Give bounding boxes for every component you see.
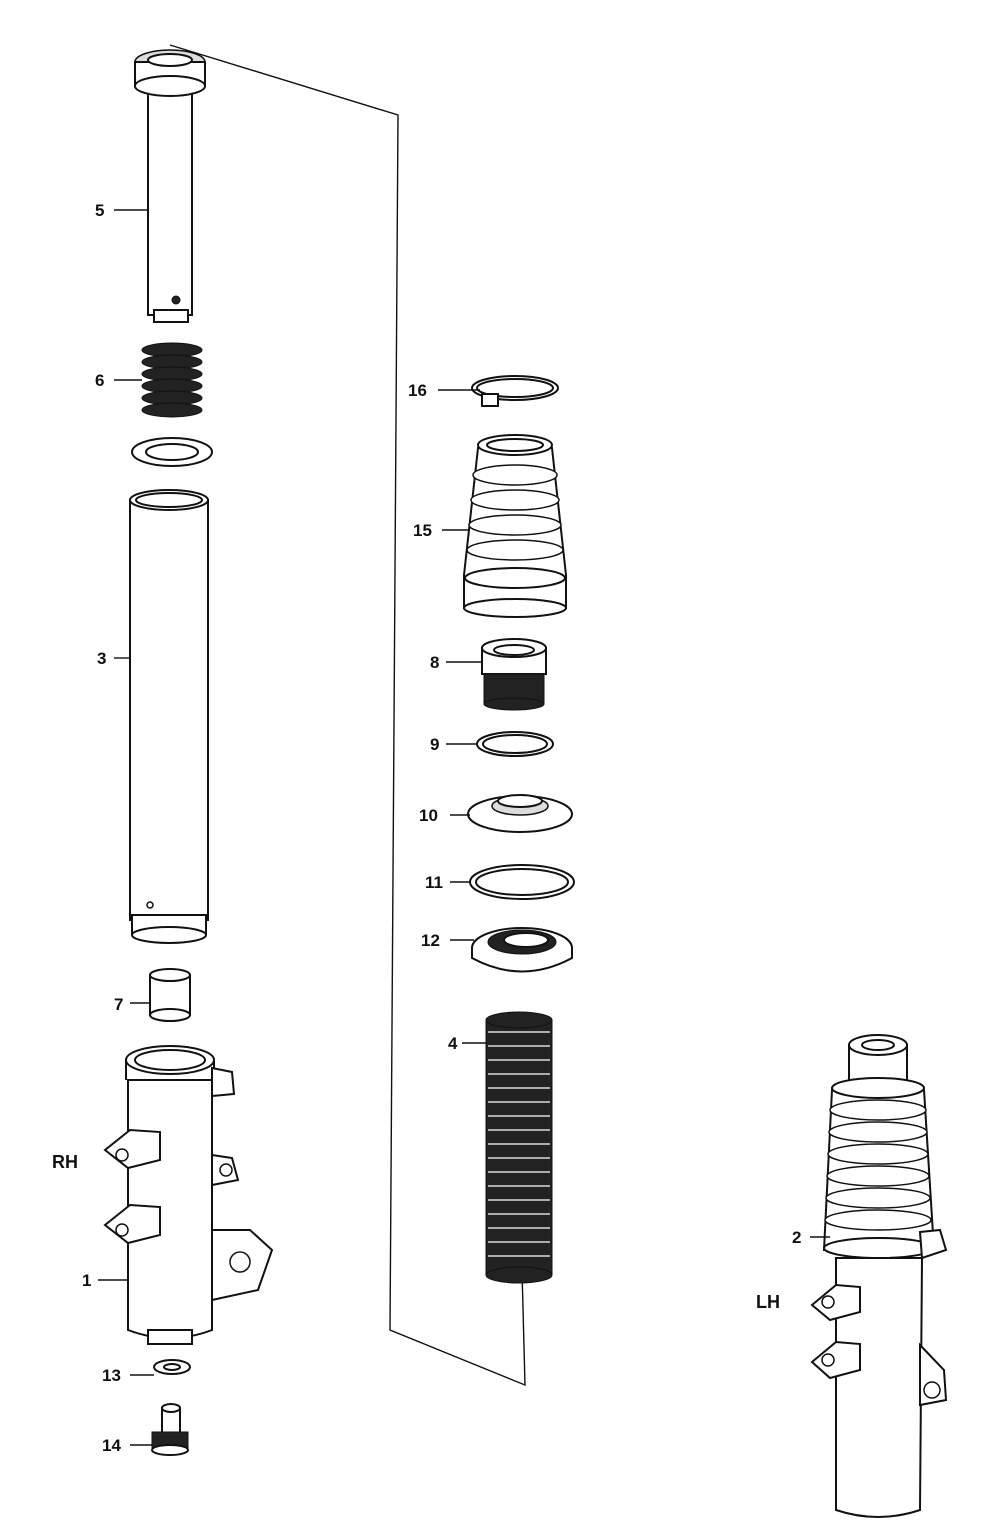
callout-4: 4: [448, 1034, 458, 1053]
callout-14: 14: [102, 1436, 121, 1455]
part-8-cap-bolt[interactable]: [481, 638, 547, 711]
part-16-clamp[interactable]: [471, 375, 559, 407]
part-3-outer-tube[interactable]: [129, 489, 209, 944]
callout-5: 5: [95, 201, 104, 220]
part-9-o-ring[interactable]: [476, 731, 554, 757]
callout-10: 10: [419, 806, 438, 825]
callout-9: 9: [430, 735, 439, 754]
part-14-bolt[interactable]: [151, 1403, 189, 1456]
part-10-spring-seat[interactable]: [467, 794, 573, 833]
assembly-bracket-line: [169, 44, 526, 1387]
callout-labels: 5 6 3 7 1 13 14 16 15 8 9 10 11 12 4 2 R…: [52, 201, 801, 1455]
callout-6: 6: [95, 371, 104, 390]
callout-11: 11: [425, 873, 443, 892]
callout-8: 8: [430, 653, 439, 672]
part-4-fork-spring[interactable]: [485, 1011, 553, 1284]
callout-1: 1: [82, 1271, 91, 1290]
callout-2: 2: [792, 1228, 801, 1247]
part-11-ring[interactable]: [469, 864, 575, 900]
part-2-lh-fork-leg[interactable]: [810, 1034, 948, 1518]
callout-12: 12: [421, 931, 440, 950]
callout-7: 7: [114, 995, 123, 1014]
leader-lines: [98, 209, 830, 1446]
side-label-rh: RH: [52, 1152, 78, 1172]
part-1-rh-slider[interactable]: [103, 1045, 274, 1345]
washer[interactable]: [131, 437, 213, 467]
callout-13: 13: [102, 1366, 121, 1385]
part-7-bushing[interactable]: [149, 968, 191, 1022]
part-5-inner-tube[interactable]: [134, 49, 206, 323]
part-12-oil-seal[interactable]: [471, 927, 573, 973]
part-13-washer[interactable]: [153, 1359, 191, 1375]
callout-16: 16: [408, 381, 427, 400]
side-label-lh: LH: [756, 1292, 780, 1312]
part-6-spring[interactable]: [141, 342, 203, 418]
callout-15: 15: [413, 521, 432, 540]
part-15-dust-boot[interactable]: [463, 434, 567, 618]
callout-3: 3: [97, 649, 106, 668]
